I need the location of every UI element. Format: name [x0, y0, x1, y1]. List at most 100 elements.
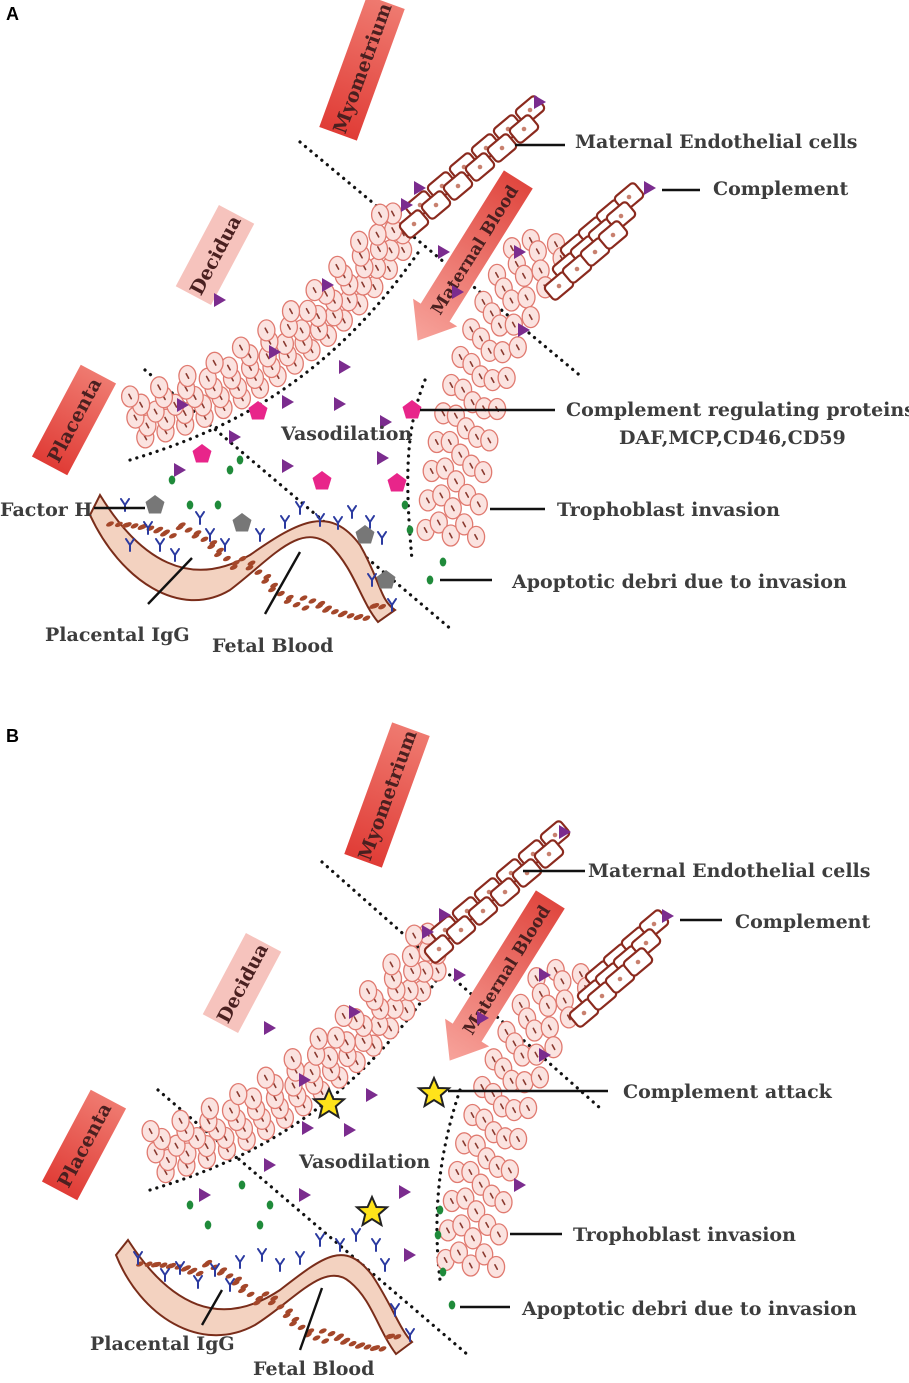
red-blood-cell	[247, 560, 256, 566]
red-blood-cell	[263, 574, 272, 580]
label-regulating-proteins: Complement regulating proteins	[566, 399, 909, 421]
red-blood-cell	[238, 556, 247, 562]
purple-triangle-icon	[199, 1188, 211, 1202]
label-complement-attack: Complement attack	[623, 1081, 833, 1103]
green-dot-icon	[238, 1180, 246, 1190]
decidual-cell	[404, 924, 424, 947]
red-blood-cell	[282, 1312, 291, 1319]
red-blood-cell	[299, 595, 308, 601]
boundary-line-placenta	[143, 368, 454, 632]
purple-triangle-icon	[454, 968, 466, 982]
blue-y-antibody-icon	[235, 1255, 245, 1269]
purple-triangle-icon	[264, 1021, 276, 1035]
blue-y-antibody-icon	[365, 515, 375, 529]
label-apoptotic-debris: Apoptotic debri due to invasion	[511, 571, 847, 593]
trophoblast-cell	[469, 492, 489, 516]
red-blood-cell	[216, 547, 225, 554]
boundary-line-myometrium	[298, 140, 585, 380]
decidual-cell	[328, 255, 347, 279]
label-vasodilation: Vasodilation	[298, 1151, 430, 1173]
trophoblast-cell	[489, 1223, 509, 1246]
red-blood-cell	[114, 521, 123, 528]
red-blood-cell	[121, 522, 130, 528]
purple-triangle-icon	[644, 181, 656, 195]
decidual-cell	[120, 385, 140, 408]
purple-triangle-icon	[438, 245, 450, 259]
red-blood-cell	[240, 1283, 249, 1290]
red-blood-cell	[346, 613, 355, 619]
red-blood-cell	[333, 1335, 342, 1342]
pink-pentagon-icon	[192, 444, 212, 463]
red-blood-cell	[153, 528, 162, 534]
green-dot-icon	[168, 475, 176, 485]
purple-triangle-icon	[399, 1185, 411, 1199]
apoptotic-debris-dots	[168, 455, 447, 585]
purple-triangle-icon	[229, 430, 241, 444]
red-blood-cell	[175, 524, 184, 531]
trophoblast-cell	[494, 1190, 513, 1214]
pink-pentagon-icon	[248, 401, 268, 420]
red-blood-cell	[363, 1344, 372, 1350]
trophoblast-cell	[553, 969, 572, 993]
trophoblast-cell	[502, 289, 521, 312]
decidual-cell	[257, 319, 276, 342]
red-blood-cell	[327, 1331, 336, 1337]
red-blood-cell	[261, 578, 270, 584]
trophoblast-cell	[528, 240, 548, 263]
red-blood-cell	[231, 1280, 240, 1286]
label-fetal-blood: Fetal Blood	[212, 635, 333, 657]
red-blood-cell	[184, 527, 193, 533]
red-blood-cell	[369, 603, 378, 609]
blue-y-antibody-icon	[335, 1238, 345, 1252]
myometrium-tag: Myometrium	[319, 0, 405, 141]
label-placental-igg: Placental IgG	[45, 624, 190, 646]
red-blood-cell	[267, 1299, 276, 1306]
red-blood-cell	[285, 1308, 294, 1314]
blue-y-antibody-icon	[347, 505, 357, 519]
green-dot-icon	[426, 575, 434, 585]
red-blood-cell	[312, 1335, 321, 1341]
gray-pentagon-icon	[232, 513, 252, 532]
gray-pentagon-icon	[145, 495, 165, 514]
placenta-tag: Placenta	[31, 364, 117, 476]
red-blood-cell	[144, 1261, 153, 1267]
purple-triangle-icon	[282, 459, 294, 473]
red-blood-cell	[159, 1262, 168, 1268]
label-maternal-endothelial: Maternal Endothelial cells	[575, 131, 857, 153]
label-apoptotic-debris: Apoptotic debri due to invasion	[521, 1298, 857, 1320]
decidual-cell	[141, 1119, 160, 1143]
leader-line	[147, 557, 193, 605]
red-blood-cell	[308, 598, 317, 604]
red-blood-cell	[238, 1287, 246, 1294]
red-blood-cell	[283, 598, 292, 604]
label-factor-h: Factor H	[0, 499, 92, 521]
decidua-tag: Decidua	[202, 932, 282, 1034]
blue-y-antibody-icon	[160, 1268, 170, 1282]
trophoblast-cell	[508, 335, 528, 359]
red-blood-cell	[214, 551, 222, 558]
red-blood-cell	[315, 603, 324, 609]
red-blood-cell	[160, 531, 168, 537]
blue-y-antibody-icon	[280, 515, 290, 529]
blue-y-antibody-icon	[193, 1275, 203, 1289]
purple-triangle-icon	[339, 360, 351, 374]
panel-b: B Myometrium Decidua Placenta Maternal B…	[6, 722, 870, 1380]
panel-letter: A	[6, 4, 19, 24]
decidual-cell	[283, 1047, 303, 1071]
panel-letter: B	[6, 726, 19, 746]
red-blood-cell	[200, 536, 209, 542]
trophoblast-cell	[538, 994, 558, 1018]
green-dot-icon	[214, 500, 222, 510]
decidual-cell	[149, 375, 169, 399]
red-blood-cell	[291, 1316, 300, 1323]
purple-triangle-icon	[174, 463, 186, 477]
red-blood-cell	[292, 602, 301, 608]
leader-line	[298, 1287, 324, 1351]
red-blood-cell	[255, 1295, 264, 1302]
red-blood-cell	[229, 564, 238, 570]
green-dot-icon	[434, 1230, 442, 1240]
pink-pentagon-icon	[312, 471, 332, 490]
trophoblast-cell	[530, 1066, 550, 1089]
red-blood-cell	[130, 523, 139, 529]
trophoblast-cell	[518, 1096, 538, 1120]
